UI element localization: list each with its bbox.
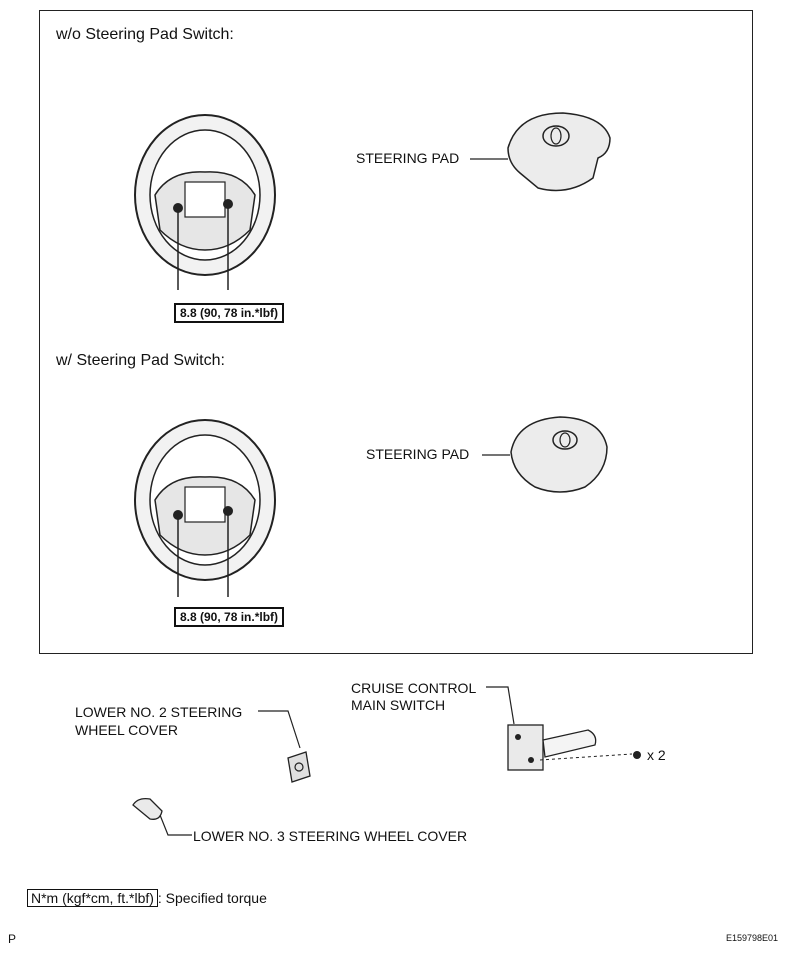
section-title-without-switch: w/o Steering Pad Switch:	[56, 26, 234, 43]
leader-line-2	[482, 454, 510, 456]
lower-no3-cover-illustration	[132, 797, 163, 820]
section-title-with-switch: w/ Steering Pad Switch:	[56, 352, 225, 369]
screw-icon	[633, 751, 641, 759]
cruise-control-leader	[486, 686, 515, 725]
lower-no2-label-line2: WHEEL COVER	[75, 722, 178, 738]
cruise-control-label-line2: MAIN SWITCH	[351, 697, 446, 713]
torque-unit-box: N*m (kgf*cm, ft.*lbf)	[27, 889, 158, 907]
lower-no2-leader	[258, 710, 301, 749]
cruise-control-label-line1: CRUISE CONTROL	[351, 680, 477, 696]
screw-count: x 2	[647, 747, 666, 763]
lower-no3-label: LOWER NO. 3 STEERING WHEEL COVER	[193, 828, 468, 844]
cruise-control-switch-illustration	[507, 724, 597, 771]
figure-id: E159798E01	[726, 933, 779, 943]
lower-no3-leader	[159, 814, 192, 836]
lower-no2-cover-illustration	[287, 751, 311, 783]
torque-legend: N*m (kgf*cm, ft.*lbf): Specified torque	[27, 889, 267, 907]
screw-dashed-line	[539, 753, 633, 761]
steering-wheel-illustration-2	[134, 419, 276, 597]
steering-pad-illustration-1	[507, 112, 611, 192]
steering-pad-illustration-2	[510, 416, 608, 493]
diagram-frame	[39, 10, 753, 654]
torque-legend-text: : Specified torque	[157, 890, 267, 906]
leader-line-1	[470, 158, 508, 160]
lower-no2-label-line1: LOWER NO. 2 STEERING	[75, 704, 243, 720]
torque-spec-2: 8.8 (90, 78 in.*lbf)	[174, 607, 285, 627]
steering-pad-label-2: STEERING PAD	[366, 446, 470, 462]
torque-spec-1: 8.8 (90, 78 in.*lbf)	[174, 303, 285, 323]
footer-left-code: P	[8, 932, 17, 946]
steering-wheel-illustration-1	[134, 114, 276, 290]
steering-pad-label-1: STEERING PAD	[356, 150, 460, 166]
